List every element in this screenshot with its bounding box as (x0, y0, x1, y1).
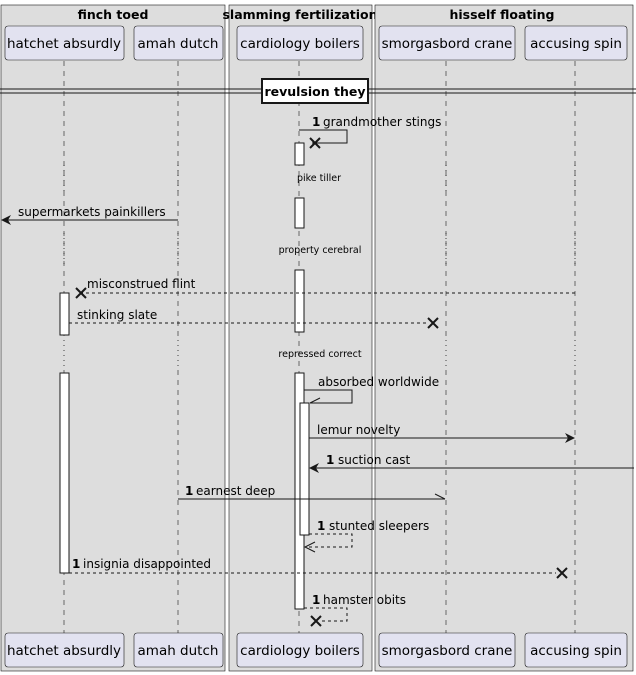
box-finch-toed: finch toed (0, 4, 226, 672)
message-stinking-slate: stinking slate (69, 308, 439, 329)
message-absorbed-worldwide: absorbed worldwide (304, 375, 439, 404)
message-label: misconstrued flint (87, 277, 196, 291)
box-title: hisself floating (449, 7, 554, 22)
message-label: stunted sleepers (329, 519, 429, 533)
delay-lifeline-segments (63, 165, 576, 370)
message-supermarkets-painkillers: supermarkets painkillers (1, 205, 178, 225)
activation-bar (294, 269, 305, 333)
delay-label: pike tiller (297, 173, 341, 184)
participant-accusing-spin[interactable]: accusing spin (524, 25, 628, 61)
message-number: 1 (312, 593, 320, 607)
participant-smorgasbord-crane[interactable]: smorgasbord crane (378, 632, 516, 668)
participant-hatchet-absurdly[interactable]: hatchet absurdly (4, 632, 125, 668)
box-title: slamming fertilization (222, 7, 377, 22)
participant-label: accusing spin (530, 643, 622, 659)
activation-bar (294, 142, 305, 166)
message-label: lemur novelty (317, 423, 400, 437)
activation-bar (59, 292, 70, 336)
message-stunted-sleepers: 1 stunted sleepers (303, 519, 429, 553)
message-number: 1 (317, 519, 325, 533)
destroy-icon (75, 287, 87, 299)
participant-label: hatchet absurdly (7, 643, 121, 659)
message-label: supermarkets painkillers (18, 205, 166, 219)
message-number: 1 (326, 453, 334, 467)
participant-label: smorgasbord crane (382, 36, 513, 52)
participant-label: hatchet absurdly (7, 36, 121, 52)
participant-label: cardiology boilers (240, 643, 360, 659)
message-number: 1 (312, 115, 320, 129)
message-label: grandmother stings (323, 115, 441, 129)
divider-label: revulsion they (264, 84, 365, 99)
participant-label: accusing spin (530, 36, 622, 52)
message-grandmother-stings: 1 grandmother stings (299, 115, 441, 149)
delay-label: repressed correct (278, 349, 361, 360)
participant-amah-dutch[interactable]: amah dutch (133, 25, 224, 61)
participant-label: smorgasbord crane (382, 643, 513, 659)
participant-accusing-spin[interactable]: accusing spin (524, 632, 628, 668)
participant-amah-dutch[interactable]: amah dutch (133, 632, 224, 668)
message-number: 1 (185, 484, 193, 498)
delays: pike tiller property cerebral repressed … (278, 173, 361, 360)
destroy-icon (309, 137, 321, 149)
message-suction-cast: 1 suction cast (309, 453, 634, 473)
message-misconstrued-flint: misconstrued flint (75, 277, 575, 299)
participant-hatchet-absurdly[interactable]: hatchet absurdly (4, 25, 125, 61)
participants-top: hatchet absurdly amah dutch cardiology b… (4, 25, 628, 61)
activation-bar (59, 372, 70, 574)
activation-bars (59, 142, 310, 610)
delay-label: property cerebral (279, 245, 362, 256)
box-title: finch toed (78, 7, 149, 22)
activation-bar (299, 402, 310, 536)
participant-label: cardiology boilers (240, 36, 360, 52)
message-lemur-novelty: lemur novelty (309, 423, 575, 443)
message-insignia-disappointed: 1 insignia disappointed (69, 557, 568, 579)
participant-cardiology-boilers[interactable]: cardiology boilers (236, 25, 364, 61)
participant-smorgasbord-crane[interactable]: smorgasbord crane (378, 25, 516, 61)
participant-label: amah dutch (138, 36, 219, 52)
message-label: hamster obits (323, 593, 406, 607)
message-hamster-obits: 1 hamster obits (304, 593, 406, 627)
participant-label: amah dutch (138, 643, 219, 659)
participants-bottom: hatchet absurdly amah dutch cardiology b… (4, 632, 628, 668)
divider: revulsion they (0, 78, 636, 104)
message-earnest-deep: 1 earnest deep (178, 484, 446, 500)
destroy-icon (427, 317, 439, 329)
message-label: stinking slate (77, 308, 157, 322)
box-hisself-floating: hisself floating (374, 4, 634, 672)
message-label: insignia disappointed (83, 557, 211, 571)
activation-bar (294, 197, 305, 229)
messages: 1 grandmother stings supermarkets painki… (1, 115, 634, 627)
message-number: 1 (72, 557, 80, 571)
destroy-icon (310, 615, 322, 627)
message-label: earnest deep (196, 484, 275, 498)
participant-cardiology-boilers[interactable]: cardiology boilers (236, 632, 364, 668)
message-label: suction cast (338, 453, 410, 467)
message-label: absorbed worldwide (318, 375, 439, 389)
destroy-icon (556, 567, 568, 579)
